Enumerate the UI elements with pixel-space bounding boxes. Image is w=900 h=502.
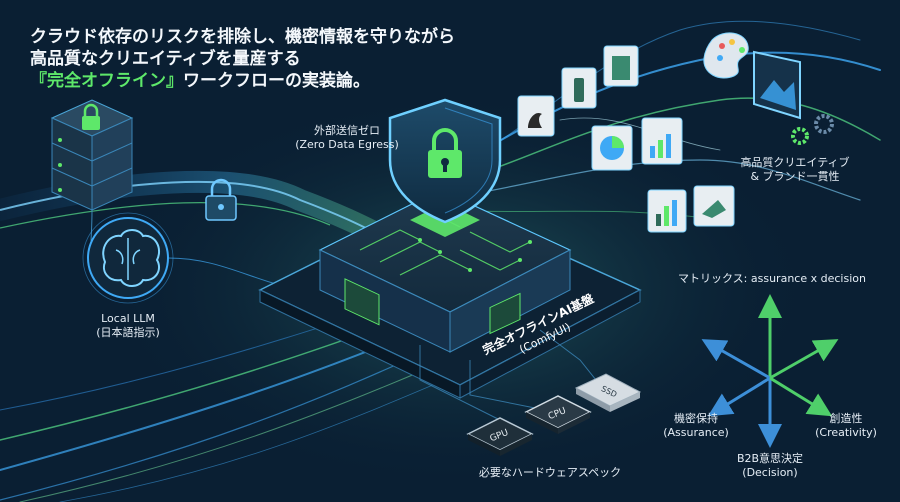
brain-icon: [82, 212, 174, 304]
egress-label: 外部送信ゼロ (Zero Data Egress): [292, 124, 402, 152]
chart-icon: [591, 125, 633, 171]
headline-line-3-rest: ワークフローの実装論。: [183, 71, 370, 91]
decision-label-en: (Decision): [742, 466, 798, 479]
egress-label-en: (Zero Data Egress): [295, 138, 399, 151]
cpu-chip-icon: [524, 395, 592, 434]
gear-icon: [791, 127, 809, 145]
hardware-connectors: [419, 329, 601, 421]
headline-line-1: クラウド依存のリスクを排除し、機密情報を守りながら: [30, 27, 455, 47]
shield-lock-icon: [388, 98, 502, 224]
creative-output-cards: [517, 45, 735, 233]
assurance-decision-matrix: [701, 294, 839, 448]
confidentiality-label: 機密保持 (Assurance): [646, 412, 746, 440]
headline-line-2: 高品質なクリエイティブを量産する: [30, 49, 301, 69]
matrix-arrow-upright: [769, 339, 839, 380]
image-icon: [517, 95, 555, 137]
chart-icon: [647, 189, 687, 233]
image-icon: [603, 45, 639, 87]
creativity-label-en: (Creativity): [815, 426, 877, 439]
headline-line-3: 『完全オフライン』ワークフローの実装論。: [30, 70, 455, 92]
palette-icon: [703, 32, 749, 79]
image-icon: [753, 50, 801, 120]
chart-icon: [641, 117, 683, 165]
server-icon: [50, 99, 134, 211]
lock-icon: [82, 103, 100, 130]
creative-label-line-1: 高品質クリエイティブ: [740, 156, 850, 169]
decision-label: B2B意思決定 (Decision): [720, 452, 820, 480]
creative-label: 高品質クリエイティブ & ブランド一貫性: [720, 156, 870, 184]
gear-icon: [814, 114, 834, 134]
matrix-title: マトリックス: assurance x decision: [678, 272, 866, 285]
creativity-label: 創造性 (Creativity): [800, 412, 892, 440]
creative-label-line-2: & ブランド一貫性: [750, 170, 840, 183]
matrix-arrow-upleft: [701, 339, 771, 380]
llm-label-jp: (日本語指示): [96, 326, 160, 339]
matrix-arrow-downright: [769, 376, 833, 417]
egress-label-jp: 外部送信ゼロ: [314, 124, 380, 137]
confidentiality-label-en: (Assurance): [663, 426, 729, 439]
headline-highlight: 『完全オフライン』: [30, 71, 183, 91]
hardware-label: 必要なハードウェアスペック: [478, 466, 622, 479]
decision-label-jp: B2B意思決定: [736, 452, 804, 465]
llm-label: Local LLM (日本語指示): [76, 312, 180, 340]
headline: クラウド依存のリスクを排除し、機密情報を守りながら 高品質なクリエイティブを量産…: [30, 26, 455, 92]
gpu-chip-icon: [466, 417, 534, 456]
image-icon: [561, 67, 597, 109]
llm-label-en: Local LLM: [101, 312, 155, 325]
matrix-arrow-downleft: [707, 376, 771, 417]
confidentiality-label-jp: 機密保持: [674, 412, 718, 425]
lock-icon: [205, 178, 237, 221]
creativity-label-jp: 創造性: [829, 412, 863, 425]
image-icon: [693, 185, 735, 227]
ssd-icon: [574, 373, 642, 412]
